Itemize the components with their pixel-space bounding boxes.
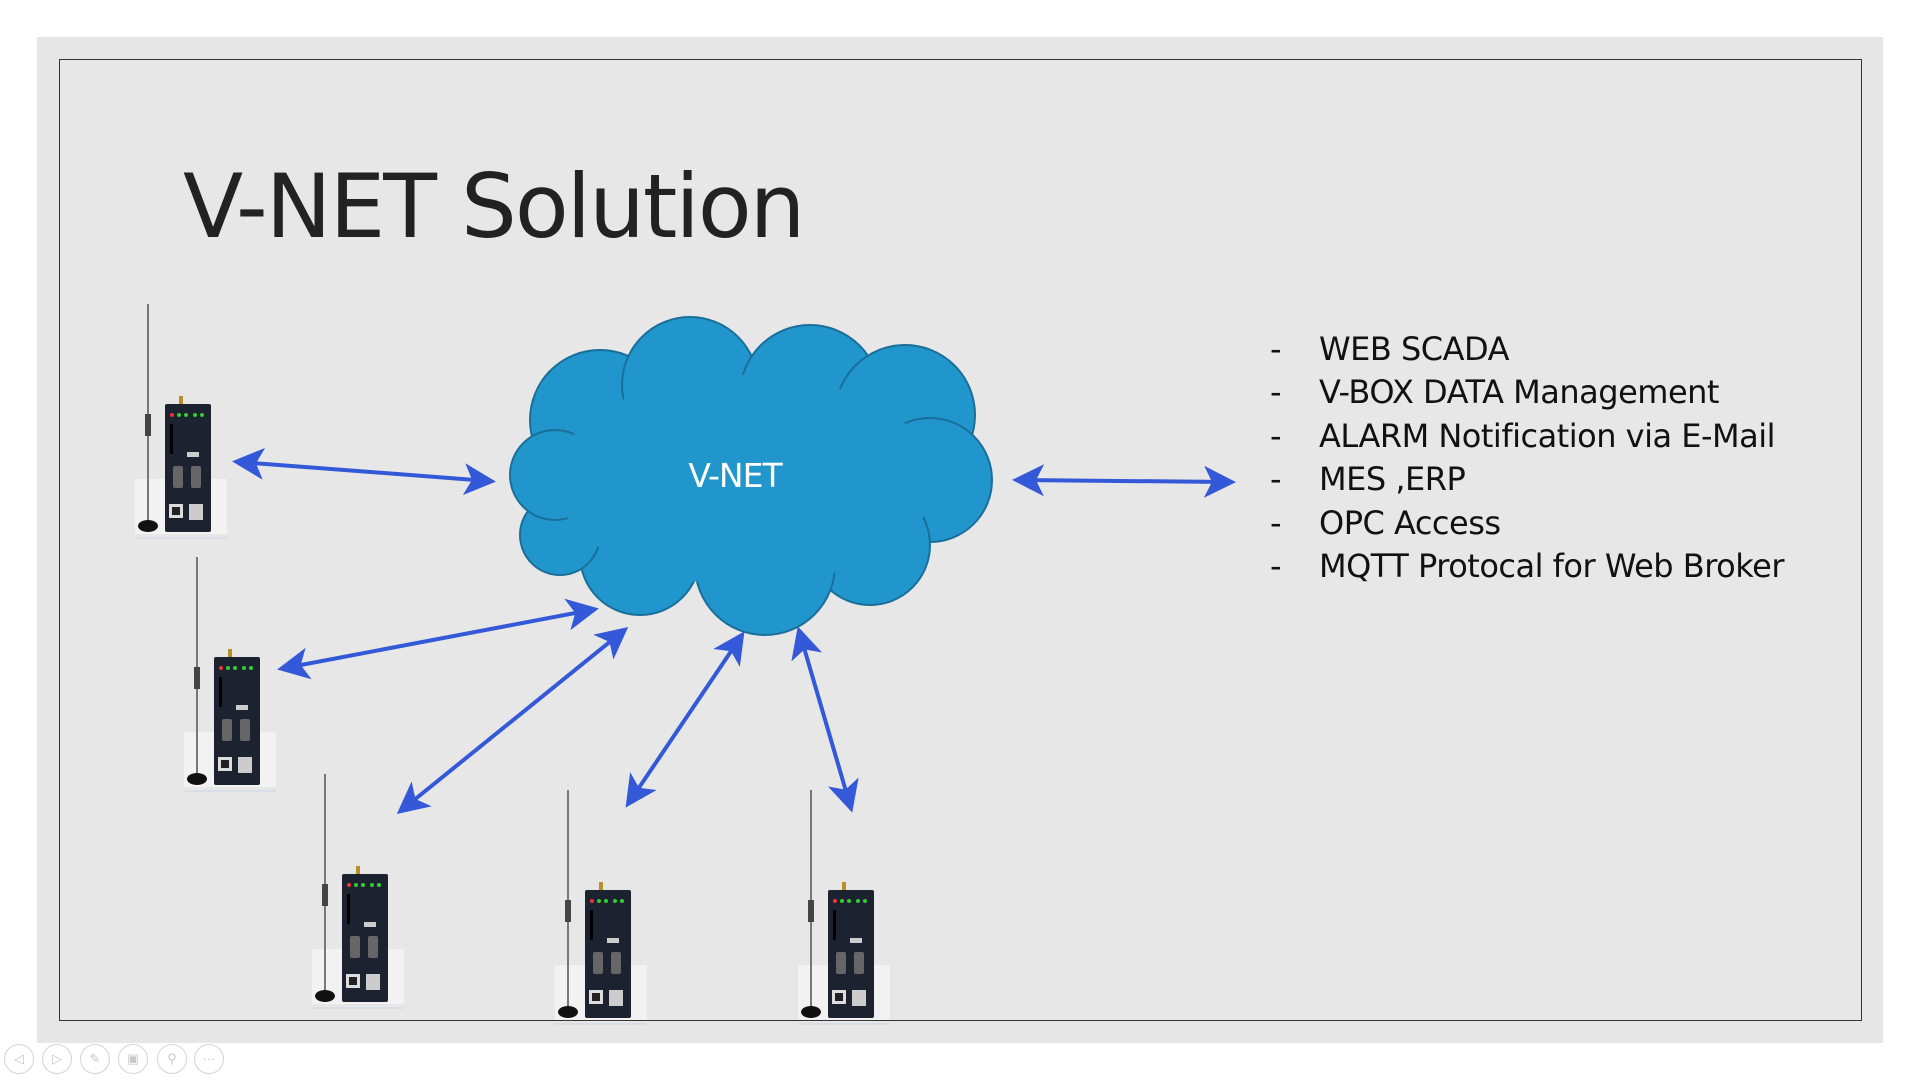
feature-item: -MQTT Protocal for Web Broker [1270, 547, 1784, 590]
next-icon[interactable]: ▷ [42, 1044, 72, 1074]
vbox-device-image [555, 790, 647, 1026]
slide [59, 59, 1862, 1021]
vbox-device-image [312, 774, 404, 1010]
feature-item: -ALARM Notification via E-Mail [1270, 417, 1784, 460]
feature-text: MES ,ERP [1319, 460, 1466, 499]
zoom-icon[interactable]: ⚲ [157, 1044, 187, 1074]
slides-icon[interactable]: ▣ [118, 1044, 148, 1074]
feature-text: OPC Access [1319, 503, 1501, 542]
bullet: - [1270, 503, 1282, 542]
pen-icon[interactable]: ✎ [80, 1044, 110, 1074]
more-icon[interactable]: ··· [194, 1044, 224, 1074]
bullet: - [1270, 416, 1282, 455]
feature-text: V-BOX DATA Management [1319, 373, 1719, 412]
link-arrow-device-3 [396, 626, 629, 815]
bullet: - [1270, 460, 1282, 499]
feature-item: -OPC Access [1270, 504, 1784, 547]
link-arrow-device-4 [625, 631, 745, 808]
feature-item: -MES ,ERP [1270, 460, 1784, 503]
slide-title: V-NET Solution [183, 155, 805, 258]
bullet: - [1270, 373, 1282, 412]
link-arrow-services [1012, 464, 1236, 498]
vbox-device-image [135, 304, 227, 540]
bullet: - [1270, 330, 1282, 368]
feature-text: ALARM Notification via E-Mail [1319, 416, 1776, 455]
link-arrow-device-5 [791, 626, 859, 813]
bullet: - [1270, 546, 1282, 585]
link-arrow-device-1 [232, 447, 496, 496]
vbox-device-image [798, 790, 890, 1026]
feature-item: -WEB SCADA [1270, 330, 1784, 373]
feature-text: WEB SCADA [1319, 330, 1510, 368]
feature-item: -V-BOX DATA Management [1270, 373, 1784, 416]
vbox-device-image [184, 557, 276, 793]
feature-list: -WEB SCADA -V-BOX DATA Management -ALARM… [1270, 330, 1784, 590]
previous-icon[interactable]: ◁ [4, 1044, 34, 1074]
link-arrow-device-2 [277, 598, 599, 680]
cloud-label: V-NET [688, 456, 782, 495]
feature-text: MQTT Protocal for Web Broker [1319, 546, 1784, 585]
cloud-shape [509, 316, 993, 636]
